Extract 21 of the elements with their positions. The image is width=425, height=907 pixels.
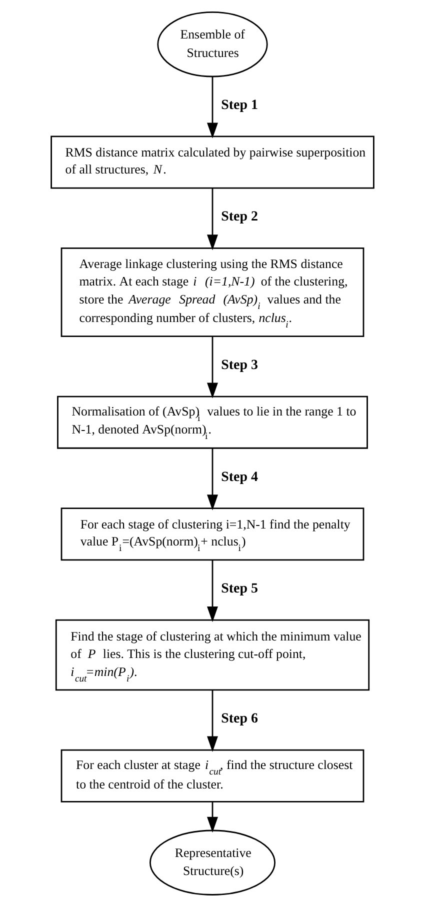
arrow bbox=[207, 76, 218, 138]
node-box: RMS distance matrix calculated by pairwise superposition of all structures, N. bbox=[50, 136, 374, 189]
edge-label: Step 1 bbox=[221, 98, 258, 113]
arrow bbox=[207, 448, 218, 510]
node-box: For each cluster at stage i$_{cut}$, find the structure closest to the centroid of the cluster. bbox=[60, 749, 364, 802]
node-box: Normalisation of (AvSp)$_{i}$ values to lie in the range 1 to N-1, denoted AvSp(norm)$_{i}$. bbox=[57, 396, 368, 449]
node-ellipse: Representative Structure(s) bbox=[150, 830, 276, 896]
node-box: Average linkage clustering using the RMS distance matrix. At each stage i (i=1,N-1) of the clustering, store the Average Spread (AvSp)$_{i}$ values and the corresponding number of clusters, nclus$_{i}$. bbox=[60, 248, 364, 338]
arrow bbox=[207, 802, 218, 833]
node-box: For each stage of clustering i=1,N-1 find the penalty value P$_{i}$=(AvSp(norm)$_{i}$+ nclus$_{i}$) bbox=[60, 508, 364, 561]
arrow bbox=[207, 188, 218, 250]
arrow bbox=[207, 336, 218, 398]
arrow bbox=[207, 690, 218, 752]
arrow bbox=[207, 560, 218, 622]
node-ellipse: Ensemble of Structures bbox=[157, 12, 268, 78]
edge-label: Step 4 bbox=[221, 470, 258, 485]
edge-label: Step 2 bbox=[221, 210, 258, 225]
edge-label: Step 3 bbox=[221, 358, 258, 374]
node-box: Find the stage of clustering at which the minimum value of P lies. This is the clustering cut-off point, i$_{cut}$=min(P$_{i}$). bbox=[55, 619, 370, 691]
edge-label: Step 6 bbox=[221, 712, 258, 727]
edge-label: Step 5 bbox=[221, 582, 258, 597]
